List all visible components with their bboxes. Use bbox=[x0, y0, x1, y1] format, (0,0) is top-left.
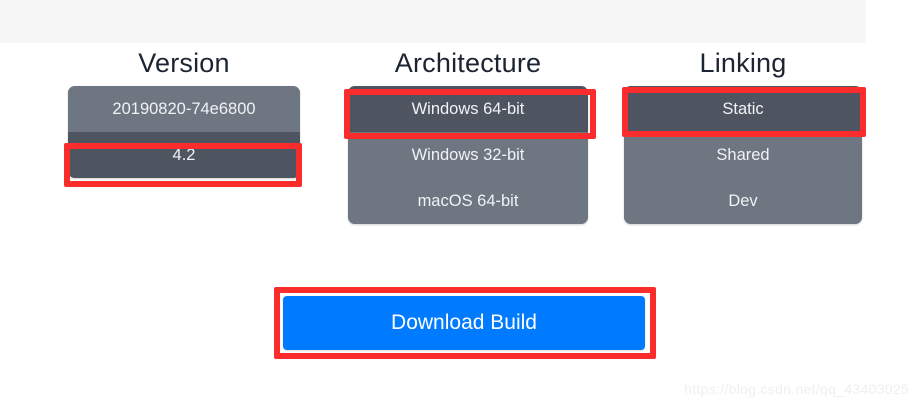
column-title-architecture: Architecture bbox=[394, 48, 542, 78]
option-architecture-0[interactable]: Windows 64-bit bbox=[348, 86, 588, 132]
column-title-version: Version bbox=[138, 48, 230, 78]
option-linking-2[interactable]: Dev bbox=[624, 178, 862, 224]
download-build-button[interactable]: Download Build bbox=[283, 296, 645, 350]
column-architecture: Architecture Windows 64-bit Windows 32-b… bbox=[348, 43, 588, 224]
option-version-0[interactable]: 20190820-74e6800 bbox=[68, 86, 300, 132]
option-linking-0[interactable]: Static bbox=[624, 86, 862, 132]
option-list-version[interactable]: 20190820-74e6800 4.2 bbox=[68, 86, 300, 178]
option-list-linking[interactable]: Static Shared Dev bbox=[624, 86, 862, 224]
option-version-1[interactable]: 4.2 bbox=[68, 132, 300, 178]
option-architecture-2[interactable]: macOS 64-bit bbox=[348, 178, 588, 224]
column-linking: Linking Static Shared Dev bbox=[624, 43, 862, 224]
option-architecture-1[interactable]: Windows 32-bit bbox=[348, 132, 588, 178]
column-title-linking: Linking bbox=[699, 48, 787, 78]
column-version: Version 20190820-74e6800 4.2 bbox=[68, 43, 300, 178]
download-button-wrap: Download Build bbox=[283, 296, 645, 350]
option-list-architecture[interactable]: Windows 64-bit Windows 32-bit macOS 64-b… bbox=[348, 86, 588, 224]
selector-columns: Version 20190820-74e6800 4.2 Architectur… bbox=[0, 43, 919, 243]
option-linking-1[interactable]: Shared bbox=[624, 132, 862, 178]
top-background-band bbox=[0, 0, 866, 43]
watermark-text: https://blog.csdn.net/qq_43403025 bbox=[684, 381, 909, 397]
